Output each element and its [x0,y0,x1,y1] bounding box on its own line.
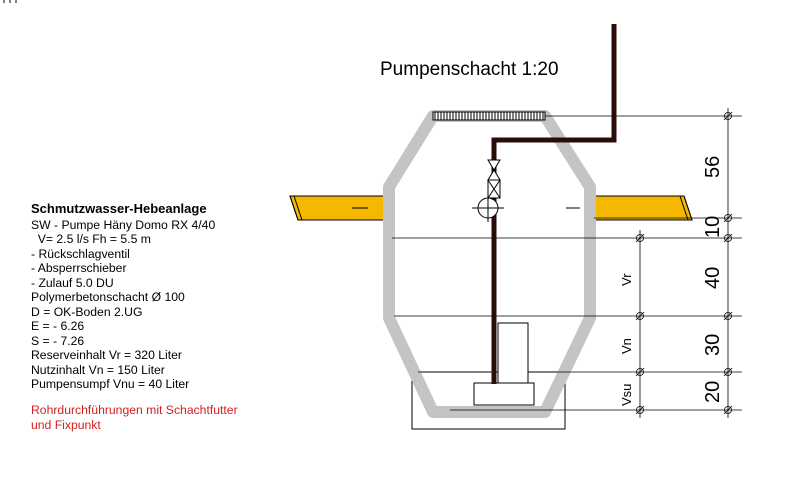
zone-label-vr: Vr [619,273,634,286]
gate-valve-icon [472,194,504,222]
height-dimension-chain [723,108,733,418]
inlet-pipe-right [593,195,693,221]
corner-marks [3,0,17,3]
dimension-30: 30 [702,334,724,356]
zone-dimension-chain [635,230,645,418]
note-line: und Fixpunkt [31,418,101,432]
note-line: Rohrdurchführungen mit Schachtfutter [31,403,238,417]
spec-line: - Rückschlagventil [31,246,130,261]
dimension-20: 20 [702,381,724,403]
zone-label-vsu: Vsu [619,384,634,406]
inlet-pipe-left [289,195,386,221]
spec-line: V= 2.5 l/s Fh = 5.5 m [31,232,151,246]
zone-label-vn: Vn [619,338,634,354]
spec-line: S = - 7.26 [31,333,85,348]
drawing-title: Pumpenschacht 1:20 [380,59,559,80]
spec-line: Reserveinhalt Vr = 320 Liter [31,348,182,362]
dimension-10: 10 [702,216,724,238]
dimension-values: 56 10 40 30 20 [702,156,724,403]
spec-line: Pumpensumpf Vnu = 40 Liter [31,377,190,391]
riser-pipe [491,24,617,384]
spec-heading: Schmutzwasser-Hebeanlage [31,201,207,216]
dimension-56: 56 [702,156,724,178]
shaft-grating-lid [432,111,546,121]
spec-line: Nutzinhalt Vn = 150 Liter [31,362,165,377]
spec-line: Polymerbetonschacht Ø 100 [31,290,185,304]
check-valve-icon [487,159,501,199]
spec-line: - Zulauf 5.0 DU [31,275,114,290]
pipe-penetration-note: Rohrdurchführungen mit Schachtfutter und… [31,403,238,433]
spec-line: E = - 6.26 [31,319,85,333]
zone-labels: Vr Vn Vsu [619,273,634,406]
specification-block: Schmutzwasser-Hebeanlage SW - Pumpe Häny… [31,201,216,392]
pump-motor [497,322,529,384]
dimension-40: 40 [702,267,724,289]
level-lines [392,115,742,411]
spec-line: D = OK-Boden 2.UG [31,304,143,319]
pump-housing [473,382,535,406]
spec-line: - Absperrschieber [31,261,127,275]
spec-line: SW - Pumpe Häny Domo RX 4/40 [31,217,216,232]
